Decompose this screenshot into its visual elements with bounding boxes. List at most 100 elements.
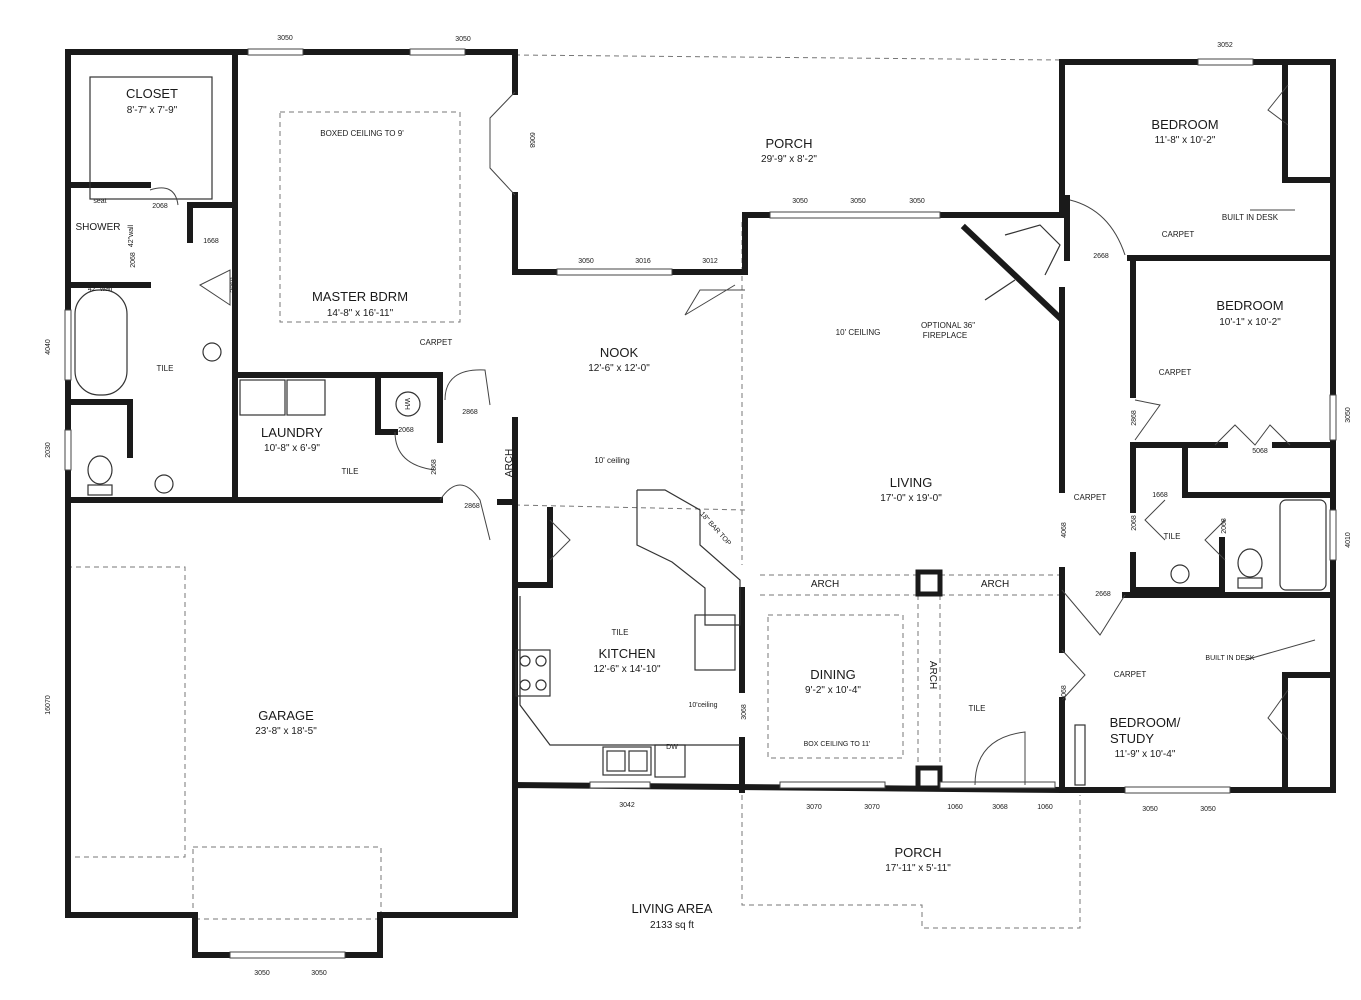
shower-name: SHOWER	[76, 222, 121, 233]
dim-label: 2868	[230, 277, 237, 293]
fixtures	[74, 76, 1327, 786]
shower-wall-1: 42"wall	[128, 224, 135, 247]
shower-seat: seat	[93, 198, 106, 205]
dining-ceiling: BOX CEILING TO 11'	[804, 741, 871, 748]
dim-label: 4068	[1282, 112, 1289, 128]
dim-label: 3070	[806, 804, 822, 811]
dim-label: 3050	[455, 36, 471, 43]
dim-label: 2068	[152, 203, 168, 210]
closet-size: 8'-7" x 7'-9"	[127, 105, 178, 116]
study-size: 11'-9" x 10'-4"	[1115, 749, 1176, 760]
dim-label: 2868	[462, 409, 478, 416]
dim-label: 3068	[548, 535, 555, 551]
laundry-floor: TILE	[342, 467, 359, 476]
dim-label: 1668	[1152, 492, 1168, 499]
dining-size: 9'-2" x 10'-4"	[805, 685, 861, 696]
dim-label: 3050	[909, 198, 925, 205]
dishwasher-label: DW	[666, 744, 678, 751]
dim-label: 4068	[1061, 522, 1068, 538]
dim-label: 5068	[1061, 685, 1068, 701]
foyer-floor: TILE	[969, 704, 986, 713]
living-area-value: 2133 sq ft	[650, 920, 694, 931]
master-ceiling: BOXED CEILING TO 9'	[320, 129, 404, 138]
bar-top-label: 18" BAR TOP	[698, 511, 732, 548]
arch-label-foyer: ARCH	[981, 579, 1009, 590]
dimension-labels: 3050 3050 6068 3052 3050 3050 3050 3050 …	[45, 35, 1352, 977]
dim-label: 3050	[1345, 407, 1352, 423]
living-ceiling: 10' CEILING	[836, 328, 881, 337]
dim-label: 4010	[1345, 532, 1352, 548]
hall-floor: CARPET	[1074, 493, 1107, 502]
dim-label: 3050	[578, 258, 594, 265]
nook-name: NOOK	[600, 345, 639, 360]
bedroom1-size: 11'-8" x 10'-2"	[1155, 135, 1216, 146]
study-name-1: BEDROOM/	[1110, 715, 1181, 730]
dim-label: 3050	[277, 35, 293, 42]
porch-outlines	[66, 54, 1081, 929]
bedroom1-name: BEDROOM	[1151, 117, 1218, 132]
closet-name: CLOSET	[126, 86, 178, 101]
dim-label: 2868	[464, 503, 480, 510]
living-name: LIVING	[890, 475, 933, 490]
bedroom1-desk: BUILT IN DESK	[1222, 213, 1279, 222]
bedroom2-size: 10'-1" x 10'-2"	[1219, 317, 1281, 328]
water-heater-icon	[395, 391, 421, 417]
dim-label: 4068	[1282, 722, 1289, 738]
bedroom2-name: BEDROOM	[1216, 298, 1283, 313]
dining-name: DINING	[810, 667, 856, 682]
arch-label-dining: ARCH	[811, 579, 839, 590]
garage-size: 23'-8" x 18'-5"	[255, 726, 317, 737]
master-bath-floor: TILE	[157, 364, 174, 373]
kitchen-ceiling: 10'ceiling	[689, 702, 718, 709]
dim-label: 4040	[45, 339, 52, 355]
dim-label: 3012	[702, 258, 718, 265]
porch-front-size: 17'-11" x 5'-11"	[885, 863, 951, 874]
walls	[65, 49, 1336, 958]
dim-label: 3042	[619, 802, 635, 809]
dim-label: 3050	[1142, 806, 1158, 813]
windows	[64, 48, 1337, 959]
dim-label: 3070	[864, 804, 880, 811]
master-name: MASTER BDRM	[312, 289, 408, 304]
dim-label: 3016	[635, 258, 651, 265]
room-labels: CLOSET 8'-7" x 7'-9" BOXED CEILING TO 9'…	[76, 86, 1284, 931]
dim-label: 3050	[850, 198, 866, 205]
dim-label: 2068	[130, 252, 137, 268]
study-desk: BUILT IN DESK	[1205, 655, 1254, 662]
water-heater-label: WH	[403, 398, 410, 410]
dim-label: 2668	[1095, 591, 1111, 598]
study-name-2: STUDY	[1110, 731, 1154, 746]
dim-label: 3050	[1200, 806, 1216, 813]
arch-label-vertical: ARCH	[927, 661, 938, 689]
dim-label: 3052	[1217, 42, 1233, 49]
hall-bath-floor: TILE	[1164, 532, 1181, 541]
dim-label: 1060	[1037, 804, 1053, 811]
shower-wall-2: 42" wall	[88, 286, 113, 293]
master-floor: CARPET	[420, 338, 453, 347]
dim-label: 3068	[992, 804, 1008, 811]
laundry-size: 10'-8" x 6'-9"	[264, 443, 320, 454]
dim-label: 2868	[431, 459, 438, 475]
kitchen-name: KITCHEN	[598, 646, 655, 661]
dim-label: 2068	[1131, 515, 1138, 531]
porch-top-size: 29'-9" x 8'-2"	[761, 154, 817, 165]
fireplace-note-1: OPTIONAL 36"	[921, 321, 975, 330]
dim-label: 2068	[398, 427, 414, 434]
dim-label: 2068	[1221, 518, 1228, 534]
bedroom2-floor: CARPET	[1159, 368, 1192, 377]
master-size: 14'-8" x 16'-11"	[327, 308, 394, 319]
living-area-label: LIVING AREA	[632, 901, 713, 916]
garage-name: GARAGE	[258, 708, 314, 723]
bedroom1-floor: CARPET	[1162, 230, 1195, 239]
living-size: 17'-0" x 19'-0"	[880, 493, 942, 504]
dim-label: 5068	[1252, 448, 1268, 455]
dim-label: 2668	[1093, 253, 1109, 260]
doors	[149, 84, 1316, 786]
porch-front-name: PORCH	[895, 845, 942, 860]
kitchen-floor: TILE	[612, 628, 629, 637]
nook-ceiling: 10' ceiling	[594, 456, 629, 465]
kitchen-size: 12'-6" x 14'-10"	[593, 664, 661, 675]
fireplace-note-2: FIREPLACE	[923, 331, 967, 340]
dim-label: 2068	[128, 424, 135, 440]
